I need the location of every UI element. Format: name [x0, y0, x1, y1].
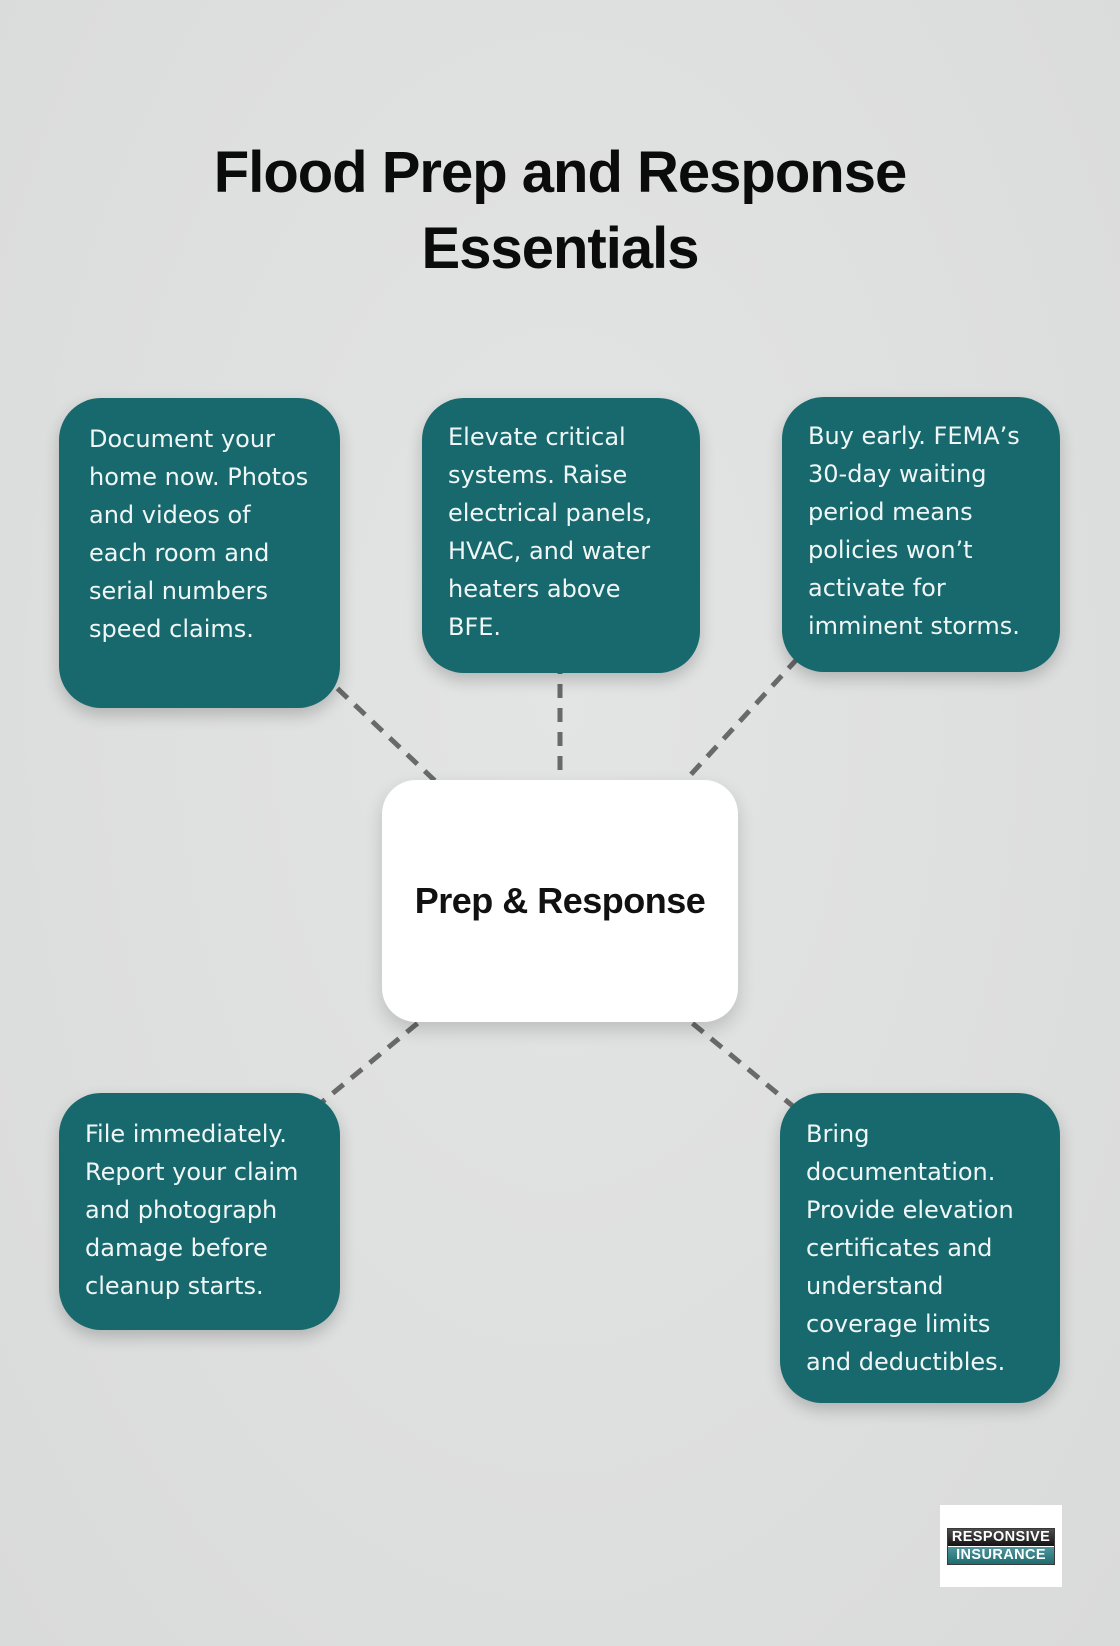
info-card-document-home-text: Document your home now. Photos and video…: [89, 425, 309, 643]
connector-bottom-left: [313, 1006, 438, 1110]
info-card-bring-documentation: Bring documentation. Provide elevation c…: [780, 1093, 1060, 1403]
info-card-buy-early: Buy early. FEMA’s 30-day waiting period …: [782, 397, 1060, 672]
info-card-bring-documentation-text: Bring documentation. Provide elevation c…: [806, 1120, 1014, 1376]
central-topic-card: Prep & Response: [382, 780, 738, 1022]
info-card-document-home: Document your home now. Photos and video…: [59, 398, 340, 708]
page-title-line1: Flood Prep and Response: [213, 139, 907, 205]
logo-text-responsive: RESPONSIVE: [947, 1528, 1055, 1546]
info-card-elevate-systems: Elevate critical systems. Raise electric…: [422, 398, 700, 673]
brand-logo-container: RESPONSIVE INSURANCE: [940, 1505, 1062, 1587]
connector-bottom-right: [672, 1006, 802, 1114]
connector-top-right: [670, 656, 800, 797]
info-card-file-immediately: File immediately. Report your claim and …: [59, 1093, 340, 1330]
info-card-buy-early-text: Buy early. FEMA’s 30-day waiting period …: [808, 422, 1020, 640]
central-topic-label: Prep & Response: [414, 880, 706, 921]
connector-top-left: [318, 670, 452, 797]
page-title: Flood Prep and Response Essentials: [60, 135, 1060, 288]
responsive-insurance-logo: RESPONSIVE INSURANCE: [946, 1527, 1056, 1565]
info-card-file-immediately-text: File immediately. Report your claim and …: [85, 1120, 299, 1300]
logo-text-insurance: INSURANCE: [947, 1545, 1055, 1564]
page-title-line2: Essentials: [421, 216, 700, 282]
info-card-elevate-systems-text: Elevate critical systems. Raise electric…: [448, 423, 653, 641]
